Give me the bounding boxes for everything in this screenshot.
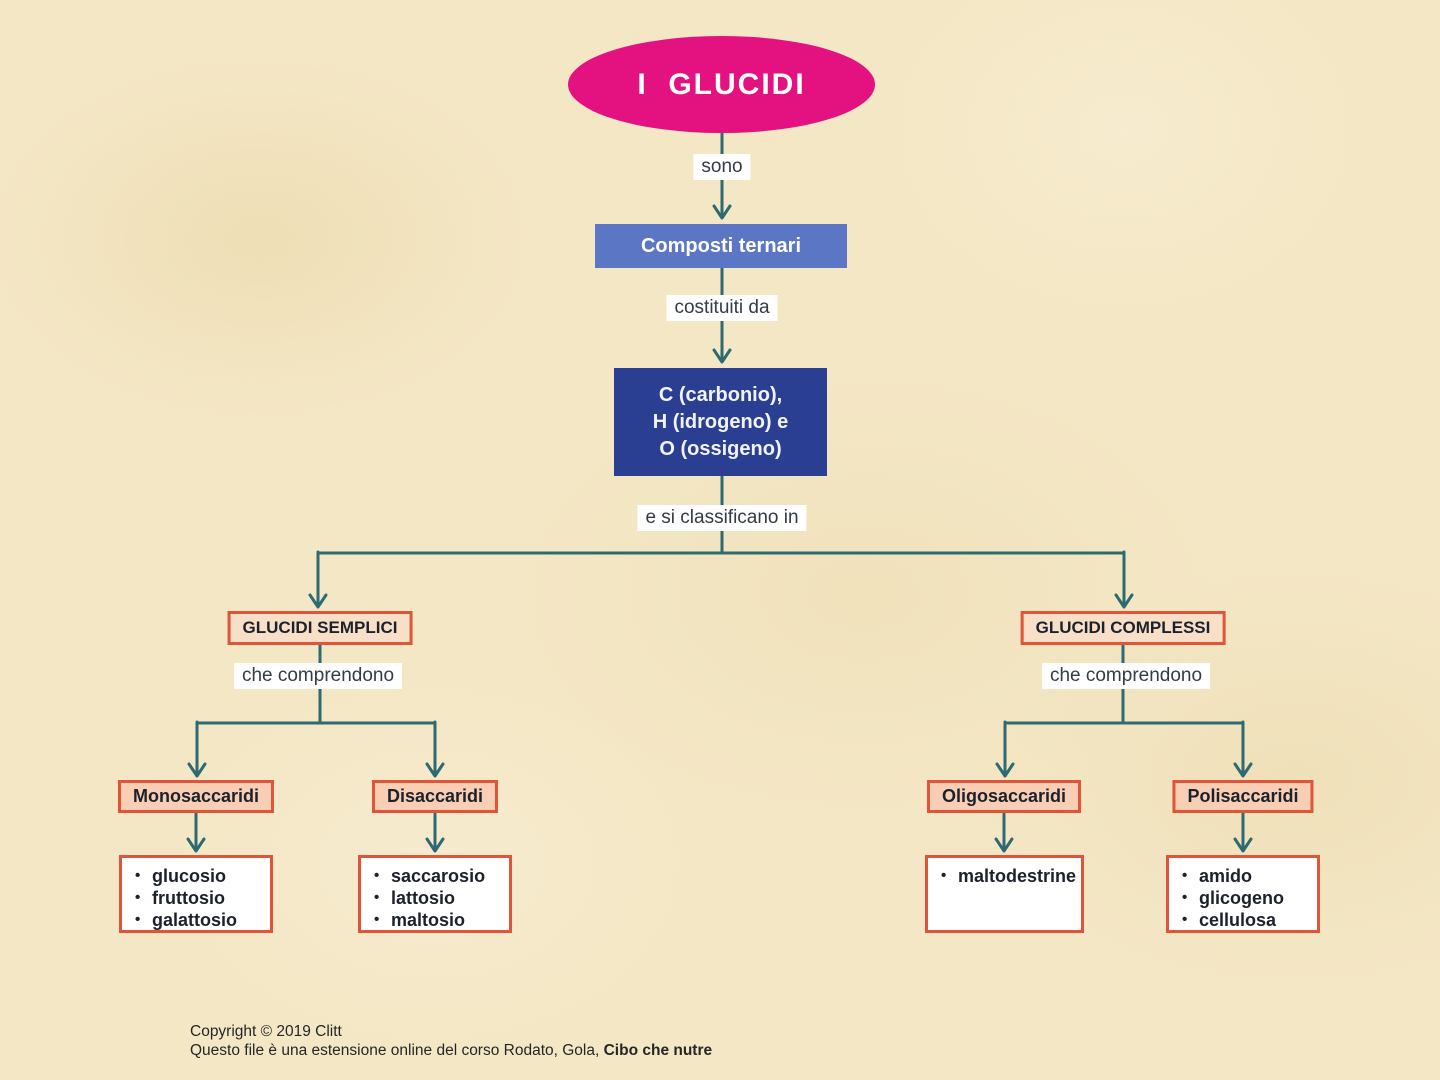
- source-line-text: Questo file è una estensione online del …: [190, 1042, 604, 1059]
- node-oligosaccaridi: Oligosaccaridi: [926, 780, 1082, 813]
- list-oligosaccaridi: maltodestrine: [925, 855, 1084, 933]
- root-label: I GLUCIDI: [637, 67, 806, 101]
- edge-label-che-comprendono-left: che comprendono: [233, 663, 403, 689]
- list-item: saccarosio: [361, 865, 505, 887]
- footer-copyright: Copyright © 2019 Clitt Questo file è una…: [190, 1022, 712, 1060]
- oligosaccaridi-label: Oligosaccaridi: [941, 786, 1067, 806]
- source-line-book-title: Cibo che nutre: [603, 1042, 713, 1059]
- node-glucidi-semplici: GLUCIDI SEMPLICI: [227, 611, 413, 645]
- node-composti-ternari-label: Composti ternari: [640, 234, 802, 257]
- node-polisaccaridi: Polisaccaridi: [1172, 780, 1314, 813]
- monosaccaridi-label: Monosaccaridi: [132, 786, 260, 806]
- node-disaccaridi: Disaccaridi: [371, 780, 499, 813]
- edge-label-che-comprendono-right: che comprendono: [1041, 663, 1211, 689]
- list-item: galattosio: [122, 909, 266, 931]
- polisaccaridi-label: Polisaccaridi: [1187, 786, 1299, 806]
- list-item: glucosio: [122, 865, 266, 887]
- disaccaridi-label: Disaccaridi: [386, 786, 484, 806]
- list-disaccaridi: saccarosio lattosio maltosio: [358, 855, 512, 933]
- list-item: maltodestrine: [928, 865, 1077, 887]
- node-glucidi-complessi: GLUCIDI COMPLESSI: [1020, 611, 1226, 645]
- elementi-line-2: H (idrogeno) e: [652, 410, 789, 433]
- copyright-line: Copyright © 2019 Clitt: [190, 1023, 342, 1040]
- glucidi-complessi-label: GLUCIDI COMPLESSI: [1035, 618, 1211, 637]
- list-item: fruttosio: [122, 887, 266, 909]
- node-monosaccaridi: Monosaccaridi: [117, 780, 275, 813]
- elementi-line-1: C (carbonio),: [658, 383, 783, 406]
- edge-label-classificano: e si classificano in: [637, 505, 807, 531]
- edge-label-sono: sono: [693, 154, 751, 180]
- list-polisaccaridi: amido glicogeno cellulosa: [1166, 855, 1320, 933]
- list-item: lattosio: [361, 887, 505, 909]
- glucidi-semplici-label: GLUCIDI SEMPLICI: [242, 618, 398, 637]
- elementi-line-3: O (ossigeno): [659, 437, 782, 460]
- list-item: amido: [1169, 865, 1313, 887]
- list-item: glicogeno: [1169, 887, 1313, 909]
- root-node-glucidi: I GLUCIDI: [568, 36, 875, 133]
- node-composti-ternari: Composti ternari: [595, 224, 847, 268]
- list-item: cellulosa: [1169, 909, 1313, 931]
- node-elementi-cho: C (carbonio), H (idrogeno) e O (ossigeno…: [614, 368, 827, 476]
- list-item: maltosio: [361, 909, 505, 931]
- edge-label-costituiti-da: costituiti da: [666, 295, 778, 321]
- list-monosaccaridi: glucosio fruttosio galattosio: [119, 855, 273, 933]
- source-line: Questo file è una estensione online del …: [190, 1041, 712, 1060]
